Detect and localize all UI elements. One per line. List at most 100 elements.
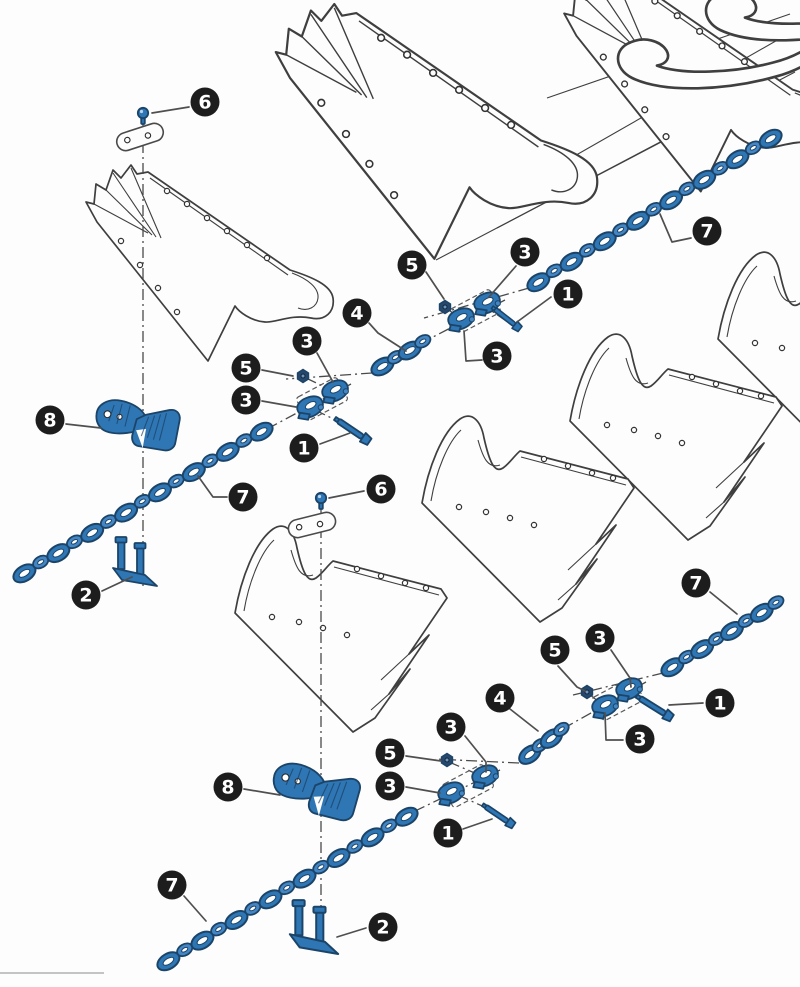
callout-2-bucket-bracket: 2 [368, 912, 398, 942]
leader-line-connector-shackle [405, 786, 441, 794]
callout-number: 3 [444, 717, 457, 739]
chain-strand-bottom [518, 721, 570, 765]
chain-link-slot [187, 467, 200, 477]
callout-circle [625, 724, 655, 754]
callout-3-connector-shackle: 3 [231, 385, 261, 415]
callout-3-connector-shackle: 3 [625, 724, 655, 754]
callout-circle [231, 353, 261, 383]
chain-link-slot [772, 599, 780, 606]
chain-link-slot [712, 636, 720, 642]
callout-number: 8 [43, 410, 56, 432]
callout-number: 7 [689, 573, 702, 595]
leader-line-connector-shackle [261, 400, 297, 408]
callout-number: 5 [383, 743, 396, 765]
callout-3-connector-shackle: 3 [482, 341, 512, 371]
callout-7-chain-bottom-right: 7 [681, 568, 711, 598]
chain-link-slot [698, 175, 711, 185]
leader-line-bucket-bracket [336, 927, 367, 938]
chain-link-slot [37, 559, 45, 565]
chain-middle [12, 421, 274, 584]
callout-number: 7 [165, 875, 178, 897]
callout-circle [71, 580, 101, 610]
callout-3-connector-shackle: 3 [436, 712, 466, 742]
leader-line-bucket-bracket [101, 576, 133, 592]
callout-number: 1 [441, 823, 454, 845]
leader-line-hex-nut [405, 755, 442, 762]
chain-link-slot [249, 905, 257, 912]
chain-link-slot [138, 498, 146, 505]
callout-1-fastener-bolt: 1 [553, 279, 583, 309]
chain-link-slot [385, 822, 393, 829]
callout-number: 4 [493, 688, 506, 710]
callout-circle [482, 341, 512, 371]
leader-line-chain-top [659, 213, 692, 243]
chain-link-slot [666, 662, 679, 672]
callout-1-fastener-bolt: 1 [289, 433, 319, 463]
chain-link-slot [298, 874, 311, 884]
leader-line-fastener-bolt [319, 432, 351, 445]
callout-circle [368, 912, 398, 942]
callout-circle [292, 326, 322, 356]
callout-number: 5 [405, 255, 418, 277]
leader-line-hex-nut [425, 271, 445, 300]
chain-link-slot [332, 853, 345, 863]
callout-leaders [65, 106, 738, 938]
chain-link-slot [557, 726, 565, 733]
chain-top [526, 128, 783, 293]
callout-circle [553, 279, 583, 309]
chain-link-slot [240, 437, 248, 444]
callout-number: 7 [236, 487, 249, 509]
callout-circle [540, 635, 570, 665]
leader-line-fastener-bolt [462, 818, 493, 830]
callout-circle [433, 818, 463, 848]
chain-link-slot [104, 518, 112, 525]
chain-link-slot [376, 362, 389, 371]
chain-link-slot [255, 427, 268, 437]
chain-link-slot [749, 144, 757, 151]
chain-link-slot [215, 926, 223, 932]
leader-line-connector-shackle [604, 712, 624, 741]
hex-nut [438, 299, 452, 315]
leader-line-connector-shackle [610, 649, 632, 688]
chain-link-slot [221, 447, 234, 457]
chain-link-slot [120, 508, 132, 518]
leader-line-plate-bolt-middle [328, 490, 365, 499]
callout-circle [231, 385, 261, 415]
callout-1-fastener-bolt: 1 [433, 818, 463, 848]
chain-link-slot [617, 226, 625, 233]
callout-4-chain-link-strand: 4 [485, 683, 515, 713]
leader-line-fastener-bolt [516, 296, 552, 323]
leader-line-chain-bottom-right [709, 591, 738, 615]
callout-5-hex-nut: 5 [540, 635, 570, 665]
leader-line-chain-clamp [243, 788, 281, 796]
callout-number: 8 [221, 777, 234, 799]
chain-link-slot [696, 644, 709, 654]
callout-5-hex-nut: 5 [397, 250, 427, 280]
callout-6-plate-bolt-top-left: 6 [190, 87, 220, 117]
chain-link-slot [632, 216, 644, 226]
callout-8-chain-clamp: 8 [213, 772, 243, 802]
leader-line-chain-middle [197, 475, 228, 498]
callout-circle [510, 237, 540, 267]
chain-link-slot [52, 548, 65, 558]
callout-circle [289, 433, 319, 463]
leader-line-hex-nut [261, 369, 294, 377]
callout-circle [190, 87, 220, 117]
chain-link-slot [726, 626, 738, 636]
callout-2-bucket-bracket: 2 [71, 580, 101, 610]
callout-number: 3 [239, 390, 252, 412]
callout-number: 5 [548, 640, 561, 662]
chain-link-slot [206, 457, 214, 464]
chain-link-slot [650, 206, 658, 213]
chain-link-slot [755, 608, 768, 618]
chain-link-slot [731, 154, 744, 164]
callout-number: 3 [593, 628, 606, 650]
callout-circle [213, 772, 243, 802]
chains [12, 128, 785, 972]
chain-link-slot [764, 134, 777, 144]
callout-8-chain-clamp: 8 [35, 405, 65, 435]
callout-7-chain-middle: 7 [228, 482, 258, 512]
